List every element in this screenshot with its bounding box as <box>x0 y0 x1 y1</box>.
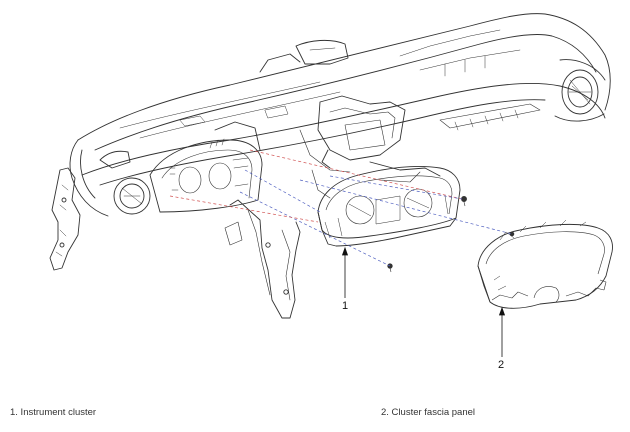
instrument-cluster <box>317 166 515 273</box>
callout-number-1: 1 <box>342 300 349 312</box>
dashboard-assembly <box>49 13 611 319</box>
callout-leaders <box>341 246 506 357</box>
legend-item-cluster-fascia-panel: 2. Cluster fascia panel <box>381 407 475 418</box>
assembly-guide-lines <box>169 149 513 267</box>
callout-number-2: 2 <box>498 359 505 371</box>
legend-item-instrument-cluster: 1. Instrument cluster <box>10 407 97 418</box>
cluster-fascia-panel <box>477 219 613 309</box>
